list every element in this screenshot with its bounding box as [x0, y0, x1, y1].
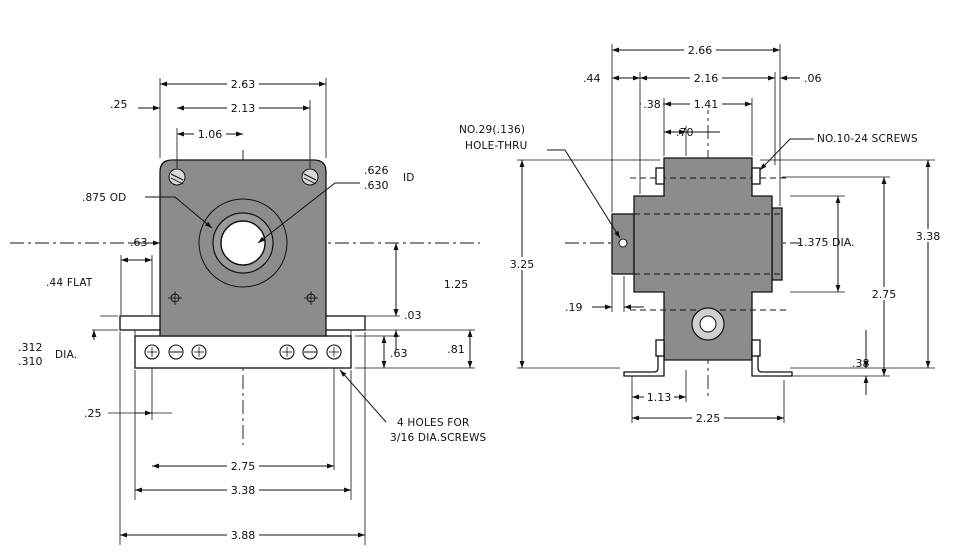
dim-2-13: 2.13 [231, 102, 256, 115]
label-dia: DIA. [55, 349, 77, 361]
dim-2-16: 2.16 [694, 72, 719, 85]
dim-0-81: .81 [447, 343, 465, 356]
label-screws: NO.10-24 SCREWS [817, 133, 918, 145]
right-boss [771, 207, 783, 281]
hole-right [304, 291, 318, 305]
dim-1-06: 1.06 [198, 128, 223, 141]
dim-1-375: 1.375 DIA. [797, 236, 855, 249]
dim-3-88: 3.88 [231, 529, 256, 542]
screw-top-right [301, 168, 319, 186]
dim-630: .630 [364, 179, 389, 192]
screw-top-right [751, 167, 761, 185]
screw-bot-left [655, 339, 665, 357]
dim-0-06: .06 [804, 72, 822, 85]
dim-0-63-r: .63 [390, 347, 408, 360]
outer-ring [198, 198, 288, 288]
side-dim-texts: 2.66 .44 2.16 .06 .38 1.41 .70 NO.29(.13… [459, 43, 946, 425]
dim-2-25: 2.25 [696, 412, 721, 425]
dim-0-19: .19 [565, 301, 583, 314]
dim-1-41: 1.41 [694, 98, 719, 111]
dim-1-25: 1.25 [444, 278, 469, 291]
front-view: 2.63 .25 2.13 1.06 .626 .630 ID .875 OD … [10, 77, 487, 545]
dim-312: .312 [18, 341, 43, 354]
dim-1-13: 1.13 [647, 391, 672, 404]
screw-top-left [655, 167, 665, 185]
label-hole-1: NO.29(.136) [459, 124, 525, 136]
label-od: .875 OD [82, 192, 126, 204]
dim-3-38: 3.38 [231, 484, 256, 497]
screw-top-left [168, 168, 186, 186]
dim-2-75: 2.75 [231, 460, 256, 473]
dim-0-03: .03 [404, 309, 422, 322]
plate-holes [144, 344, 342, 360]
dim-0-44: .44 [583, 72, 601, 85]
label-holes-1: 4 HOLES FOR [397, 417, 469, 429]
hole-thru [618, 238, 628, 248]
dim-0-25-bot: .25 [84, 407, 102, 420]
screw-bot-right [751, 339, 761, 357]
dim-2-63: 2.63 [231, 78, 256, 91]
front-mount-plate [134, 335, 352, 369]
dim-0-63: .63 [130, 236, 148, 249]
dim-626: .626 [364, 164, 389, 177]
dim-0-25-top: .25 [110, 98, 128, 111]
bottom-boss [691, 307, 725, 341]
bore-id [220, 220, 266, 266]
dim-2-75-side: 2.75 [872, 288, 897, 301]
label-hole-2: HOLE-THRU [465, 140, 528, 152]
dim-2-66: 2.66 [688, 44, 713, 57]
dim-0-38-top: .38 [643, 98, 661, 111]
dim-0-70: .70 [676, 126, 694, 139]
side-view: 2.66 .44 2.16 .06 .38 1.41 .70 NO.29(.13… [459, 43, 946, 425]
label-id: ID [403, 172, 415, 184]
dim-3-38-side: 3.38 [916, 230, 941, 243]
label-flat: .44 FLAT [46, 277, 93, 289]
front-dim-texts: 2.63 .25 2.13 1.06 .626 .630 ID .875 OD … [18, 77, 487, 542]
hole-left [168, 291, 182, 305]
dim-3-25: 3.25 [510, 258, 535, 271]
dim-310: .310 [18, 355, 43, 368]
label-holes-2: 3/16 DIA.SCREWS [390, 432, 487, 444]
dim-0-38-bot: .38 [852, 357, 870, 370]
